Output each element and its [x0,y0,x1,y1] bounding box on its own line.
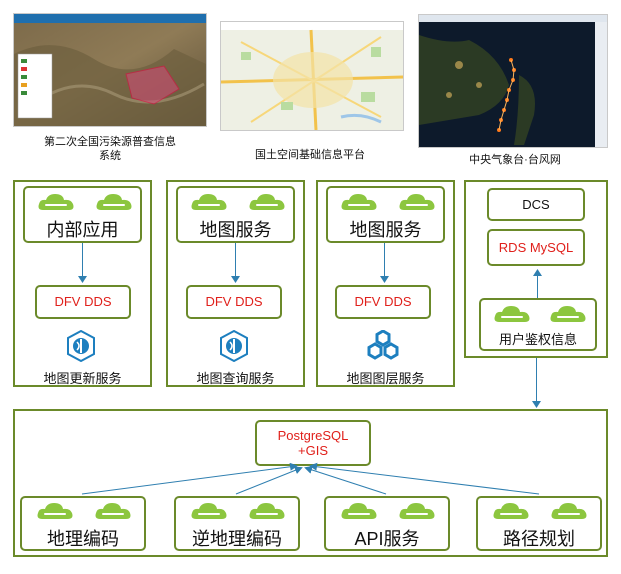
cloud-icon [549,304,587,324]
api-service-label: API服务 [326,525,448,551]
reverse-geocode-label: 逆地理编码 [176,525,298,551]
map-service-label: 地图服务 [178,216,293,242]
arrow-head [380,276,389,283]
screenshot-land-platform [220,21,404,131]
cloud-icon [95,192,133,212]
cloud-icon [398,192,436,212]
map-layer-service-label: 地图图层服务 [318,368,453,387]
arrow-head [78,276,87,283]
screenshot-caption-land: 国土空间基础信息平台 [230,148,390,162]
dds-service-icon [66,330,96,362]
panel-internal-app: 内部应用 DFV DDS 地图更新服务 [13,180,152,387]
geocode-label: 地理编码 [22,525,144,551]
api-service-box: API服务 [324,496,450,551]
screenshot-caption-pollution: 第二次全国污染源普查信息 系统 [20,135,200,163]
rds-mysql-box: RDS MySQL [487,229,585,266]
map-service-box: 地图服务 [326,186,445,243]
cloud-icon [37,192,75,212]
caption-line-1: 国土空间基础信息平台 [230,148,390,162]
arrow-to-bottom [536,358,537,402]
dcs-box: DCS [487,188,585,221]
arrow-head [231,276,240,283]
cloud-icon [36,501,74,521]
arrow-map-query [235,243,236,280]
screenshot-caption-typhoon: 中央气象台·台风网 [440,153,590,167]
cloud-icon [248,501,286,521]
cloud-icon [248,192,286,212]
route-planning-box: 路径规划 [476,496,602,551]
screenshot-pollution-census [13,13,207,127]
user-auth-box: 用户鉴权信息 [479,298,597,351]
dds-service-icon [219,330,249,362]
geocode-box: 地理编码 [20,496,146,551]
cloud-icon [550,501,588,521]
hexagon-cluster-icon [365,330,401,360]
map-query-service-label: 地图查询服务 [168,368,303,387]
dfv-dds-box: DFV DDS [335,285,431,319]
caption-line-1: 第二次全国污染源普查信息 [20,135,200,149]
map-service-label: 地图服务 [328,216,443,242]
cloud-icon [492,501,530,521]
cloud-icon [190,501,228,521]
arrow-auth-to-rds [537,274,538,298]
route-planning-label: 路径规划 [478,525,600,551]
screenshot-typhoon [418,14,608,148]
panel-postgres-gis: PostgreSQL +GIS 地理编码 逆地理编码 API服务 路径规划 [13,409,608,557]
dfv-dds-box: DFV DDS [186,285,282,319]
postgresql-gis-box: PostgreSQL +GIS [255,420,371,466]
panel-map-layer: 地图服务 DFV DDS 地图图层服务 [316,180,455,387]
internal-app-box: 内部应用 [23,186,142,243]
arrow-internal [82,243,83,280]
arrow-head [532,401,541,408]
panel-map-query: 地图服务 DFV DDS 地图查询服务 [166,180,305,387]
arrow-head [533,269,542,276]
postgresql-label: PostgreSQL [257,428,369,443]
caption-line-2: 系统 [20,149,200,163]
panel-data-store: DCS RDS MySQL 用户鉴权信息 [464,180,608,358]
map-service-box: 地图服务 [176,186,295,243]
cloud-icon [340,501,378,521]
caption-line-1: 中央气象台·台风网 [440,153,590,167]
cloud-icon [398,501,436,521]
cloud-icon [190,192,228,212]
cloud-icon [94,501,132,521]
cloud-icon [493,304,531,324]
cloud-icon [340,192,378,212]
map-update-service-label: 地图更新服务 [15,368,150,387]
arrow-map-layer [384,243,385,280]
internal-app-label: 内部应用 [25,216,140,242]
reverse-geocode-box: 逆地理编码 [174,496,300,551]
dfv-dds-box: DFV DDS [35,285,131,319]
user-auth-label: 用户鉴权信息 [481,329,595,348]
gis-label: +GIS [257,443,369,458]
